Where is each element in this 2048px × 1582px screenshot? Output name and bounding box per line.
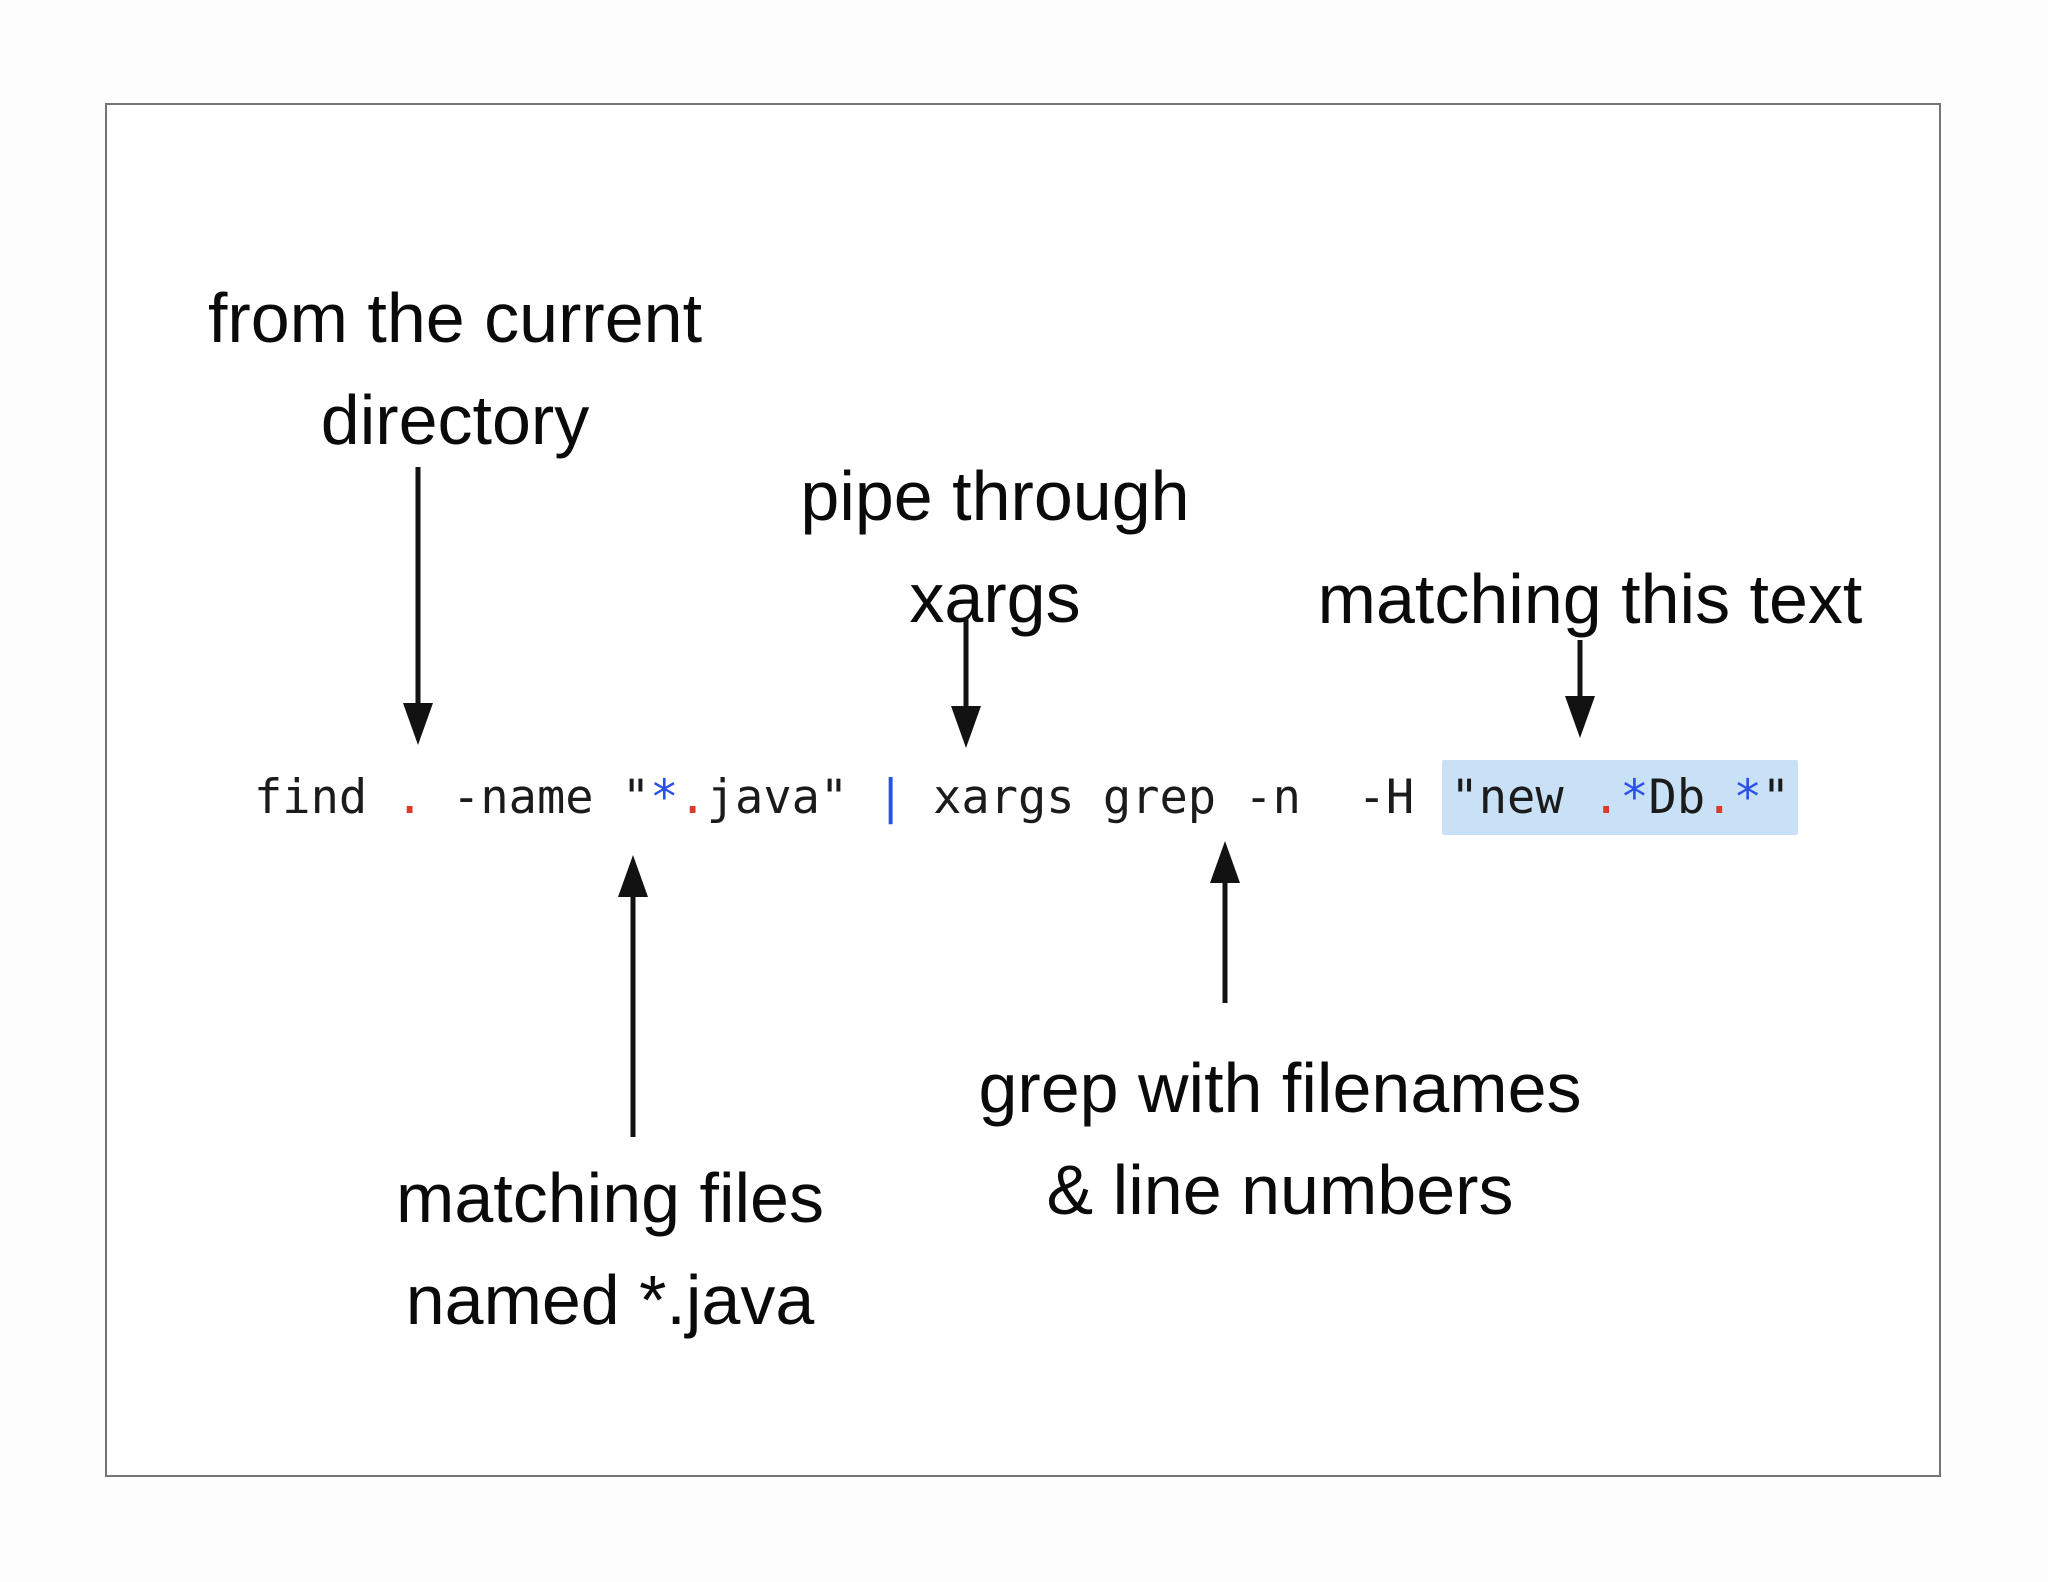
command-segment: "new [1450,770,1592,825]
command-segment: find [254,770,396,825]
command-highlight-pattern: "new .*Db.*" [1442,760,1799,835]
command-segment: . [1705,770,1734,825]
command-segment: java" [706,770,877,825]
label-matching-files-named-java: matching files named *.java [396,1159,824,1339]
command-segment: -name " [423,770,651,825]
command-segment: " [1761,770,1791,825]
command-segment: * [1733,770,1762,825]
command-segment: . [678,770,707,825]
command-segment: * [650,770,679,825]
command-segment: . [395,770,424,825]
label-grep-with-filenames: grep with filenames & line numbers [978,1049,1582,1229]
command-segment: * [1620,770,1649,825]
slide-frame: from the current directory pipe through … [105,103,1941,1477]
command-segment: Db [1648,770,1706,825]
command-line: find . -name "*.java" | xargs grep -n -H… [254,760,1799,835]
label-pipe-through-xargs: pipe through xargs [800,457,1190,637]
label-matching-this-text: matching this text [1317,560,1863,638]
command-segment: | [876,770,905,825]
command-segment: xargs grep -n -H [904,770,1443,825]
command-segment: . [1591,770,1621,825]
label-from-current-directory: from the current directory [207,279,703,459]
